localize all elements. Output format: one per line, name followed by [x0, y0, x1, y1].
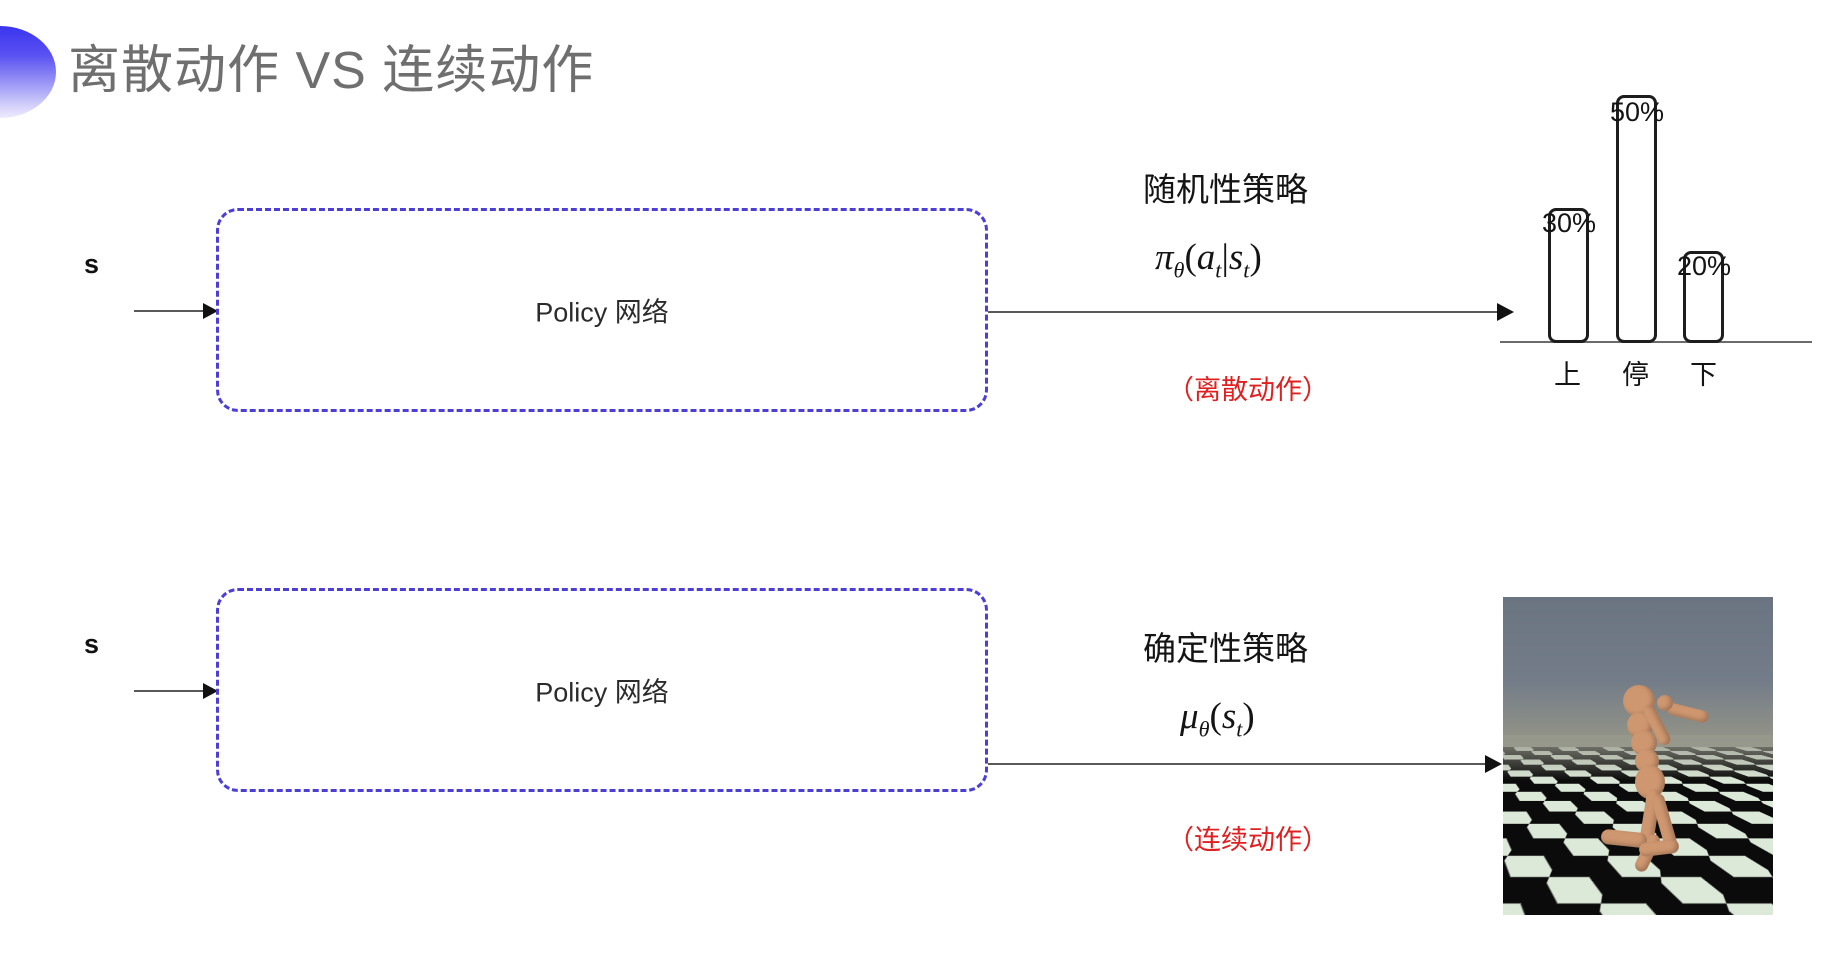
formula-discrete: πθ(at|st)	[1155, 236, 1262, 283]
arrow-policy-to-output-continuous	[988, 763, 1500, 765]
policy-kind-continuous: 确定性策略	[1143, 622, 1308, 670]
policy-network-box-discrete[interactable]: Policy 网络	[216, 208, 988, 412]
policy-kind-discrete: 随机性策略	[1143, 163, 1308, 211]
arrow-policy-to-output-discrete	[988, 311, 1512, 313]
chart-baseline	[1500, 341, 1812, 343]
formula-paren-close: )	[1249, 237, 1261, 278]
action-note-discrete: （离散动作）	[1167, 368, 1329, 407]
bar-category-down: 下	[1690, 353, 1717, 392]
bar-value-stop: 50%	[1610, 97, 1664, 128]
policy-network-label-continuous: Policy 网络	[219, 671, 985, 710]
policy-network-label-discrete: Policy 网络	[219, 291, 985, 330]
arrow-state-to-policy-discrete	[134, 310, 216, 312]
bar-stop	[1616, 95, 1657, 343]
formula-bar: |	[1221, 237, 1228, 278]
formula-fn: π	[1155, 237, 1174, 278]
bar-category-up: 上	[1554, 353, 1581, 392]
formula-fn-sub: θ	[1199, 716, 1210, 741]
formula-paren-close: )	[1242, 696, 1254, 737]
state-label-continuous: s	[84, 629, 99, 660]
formula-paren-open: (	[1209, 696, 1221, 737]
title-bullet-icon	[0, 26, 56, 118]
formula-continuous: μθ(st)	[1180, 695, 1255, 742]
action-note-continuous: （连续动作）	[1167, 818, 1329, 857]
policy-network-box-continuous[interactable]: Policy 网络	[216, 588, 988, 792]
humanoid-right-hand	[1657, 695, 1673, 711]
bar-value-down: 20%	[1677, 251, 1731, 282]
bar-value-up: 30%	[1542, 208, 1596, 239]
formula-arg1: s	[1222, 696, 1236, 737]
formula-arg1: a	[1197, 237, 1216, 278]
formula-arg2: s	[1229, 237, 1243, 278]
bar-category-stop: 停	[1622, 353, 1649, 392]
page-title: 离散动作 VS 连续动作	[68, 28, 594, 103]
humanoid-simulation-image	[1503, 597, 1773, 915]
formula-paren-open: (	[1184, 237, 1196, 278]
arrow-state-to-policy-continuous	[134, 690, 216, 692]
formula-fn: μ	[1180, 696, 1199, 737]
action-distribution-chart: 30% 上 50% 停 20% 下	[1470, 96, 1810, 426]
state-label-discrete: s	[84, 249, 99, 280]
formula-fn-sub: θ	[1174, 257, 1185, 282]
